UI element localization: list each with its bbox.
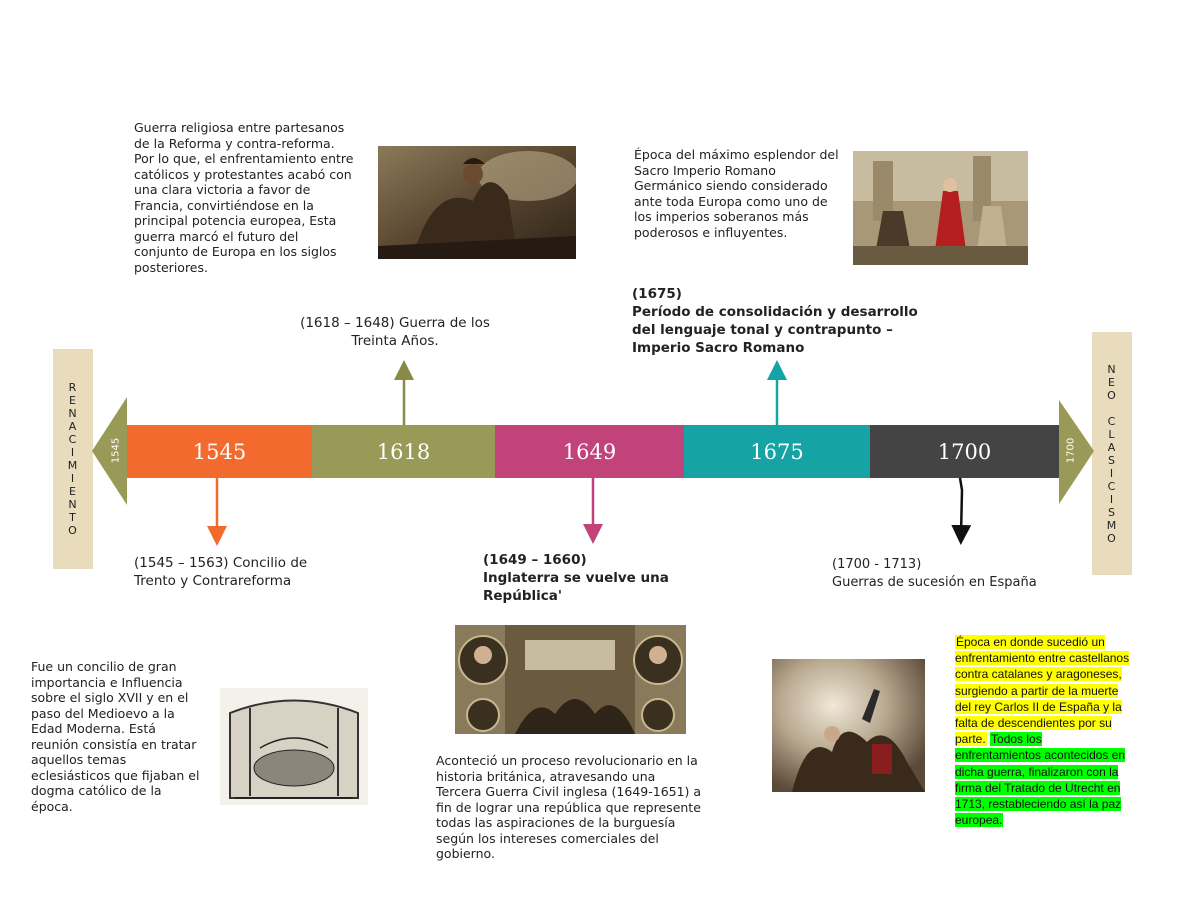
event-1675-title: (1675) Período de consolidación y desarr… (632, 285, 952, 357)
event-1618-title-text: (1618 – 1648) Guerra de los Treinta Años… (300, 315, 490, 349)
segment-label: 1675 (750, 439, 804, 464)
timeline-segment-1618: 1618 (312, 425, 495, 478)
neoclasicismo-letter: I (1109, 492, 1115, 506)
event-1700-title: (1700 - 1713) Guerras de sucesión en Esp… (832, 556, 1072, 592)
timeline-segment-1545: 1545 (127, 425, 312, 478)
segment-label: 1700 (937, 439, 992, 464)
neoclasicismo-letter: L (1108, 427, 1116, 441)
renacimiento-letter: I (70, 472, 76, 485)
event-1700-highlight-yellow: Época en donde sucedió un enfrentamiento… (955, 635, 1130, 747)
event-1545-title-text: (1545 – 1563) Concilio de Trento y Contr… (134, 555, 308, 589)
renacimiento-letter: A (68, 420, 78, 433)
battle-painting-image (378, 146, 576, 259)
event-1675-date: (1675) (632, 286, 682, 302)
renacimiento-letter: N (68, 498, 78, 511)
timeline-segment-1649: 1649 (495, 425, 684, 478)
renacimiento-letter: T (69, 511, 77, 524)
renacimiento-letter: M (67, 459, 79, 472)
event-1649-title-text: Inglaterra se vuelve una República' (483, 570, 669, 604)
event-1649-date: (1649 – 1660) (483, 552, 587, 568)
event-1675-title-line3: Imperio Sacro Romano (632, 340, 805, 356)
event-1618-title: (1618 – 1648) Guerra de los Treinta Años… (290, 314, 500, 350)
event-1675-description: Época del máximo esplendor del Sacro Imp… (634, 147, 839, 240)
neoclasicismo-letter: O (1107, 388, 1117, 402)
segment-label: 1618 (376, 439, 431, 464)
war-of-succession-painting-image (772, 659, 925, 792)
neoclasicismo-letter: M (1106, 518, 1118, 532)
renacimiento-letter: I (70, 446, 76, 459)
neoclasicismo-letter: A (1107, 440, 1117, 454)
event-1700-date: (1700 - 1713) (832, 557, 922, 572)
event-1649-description: Aconteció un proceso revolucionario en l… (436, 753, 702, 861)
council-engraving-image (220, 688, 368, 805)
english-republic-print-image (455, 625, 686, 734)
renacimiento-letter: N (68, 407, 78, 420)
neoclasicismo-letter: O (1107, 531, 1117, 545)
event-1675-title-line1: Período de consolidación y desarrollo (632, 304, 918, 320)
renacimiento-letter: R (68, 381, 78, 394)
event-1700-title-text: Guerras de sucesión en España (832, 575, 1037, 590)
renacimiento-letter: E (69, 394, 77, 407)
event-1618-description: Guerra religiosa entre partesanos de la … (134, 120, 354, 275)
imperial-court-painting-image (853, 151, 1028, 265)
segment-label: 1649 (562, 439, 617, 464)
renacimiento-letter: E (69, 485, 77, 498)
neoclasicismo-letter: C (1107, 479, 1117, 493)
timeline-segment-1700: 1700 (870, 425, 1059, 478)
timeline-left-cap (92, 397, 127, 505)
neoclasicismo-letter: S (1108, 453, 1116, 467)
event-1700-highlight-green: Todos los enfrentamientos acontecidos en… (955, 732, 1126, 828)
event-1649-title: (1649 – 1660) Inglaterra se vuelve una R… (483, 551, 683, 605)
event-1675-title-line2: del lenguaje tonal y contrapunto – (632, 322, 893, 338)
neoclasicismo-letter: C (1107, 414, 1117, 428)
timeline-right-cap (1059, 400, 1094, 504)
renacimiento-letter: O (68, 524, 78, 537)
event-1700-description: Época en donde sucedió un enfrentamiento… (955, 634, 1130, 828)
neoclasicismo-letter: I (1109, 466, 1115, 480)
neoclasicismo-letter: E (1108, 375, 1116, 389)
arrow-1700 (951, 477, 972, 545)
neoclasicismo-letter: S (1108, 505, 1116, 519)
neoclasicismo-letter: N (1107, 362, 1117, 376)
timeline-segment-1675: 1675 (684, 425, 870, 478)
event-1545-description: Fue un concilio de gran importancia e In… (31, 659, 200, 814)
renacimiento-letter: C (68, 433, 78, 446)
event-1545-title: (1545 – 1563) Concilio de Trento y Contr… (134, 554, 314, 590)
segment-label: 1545 (192, 439, 247, 464)
